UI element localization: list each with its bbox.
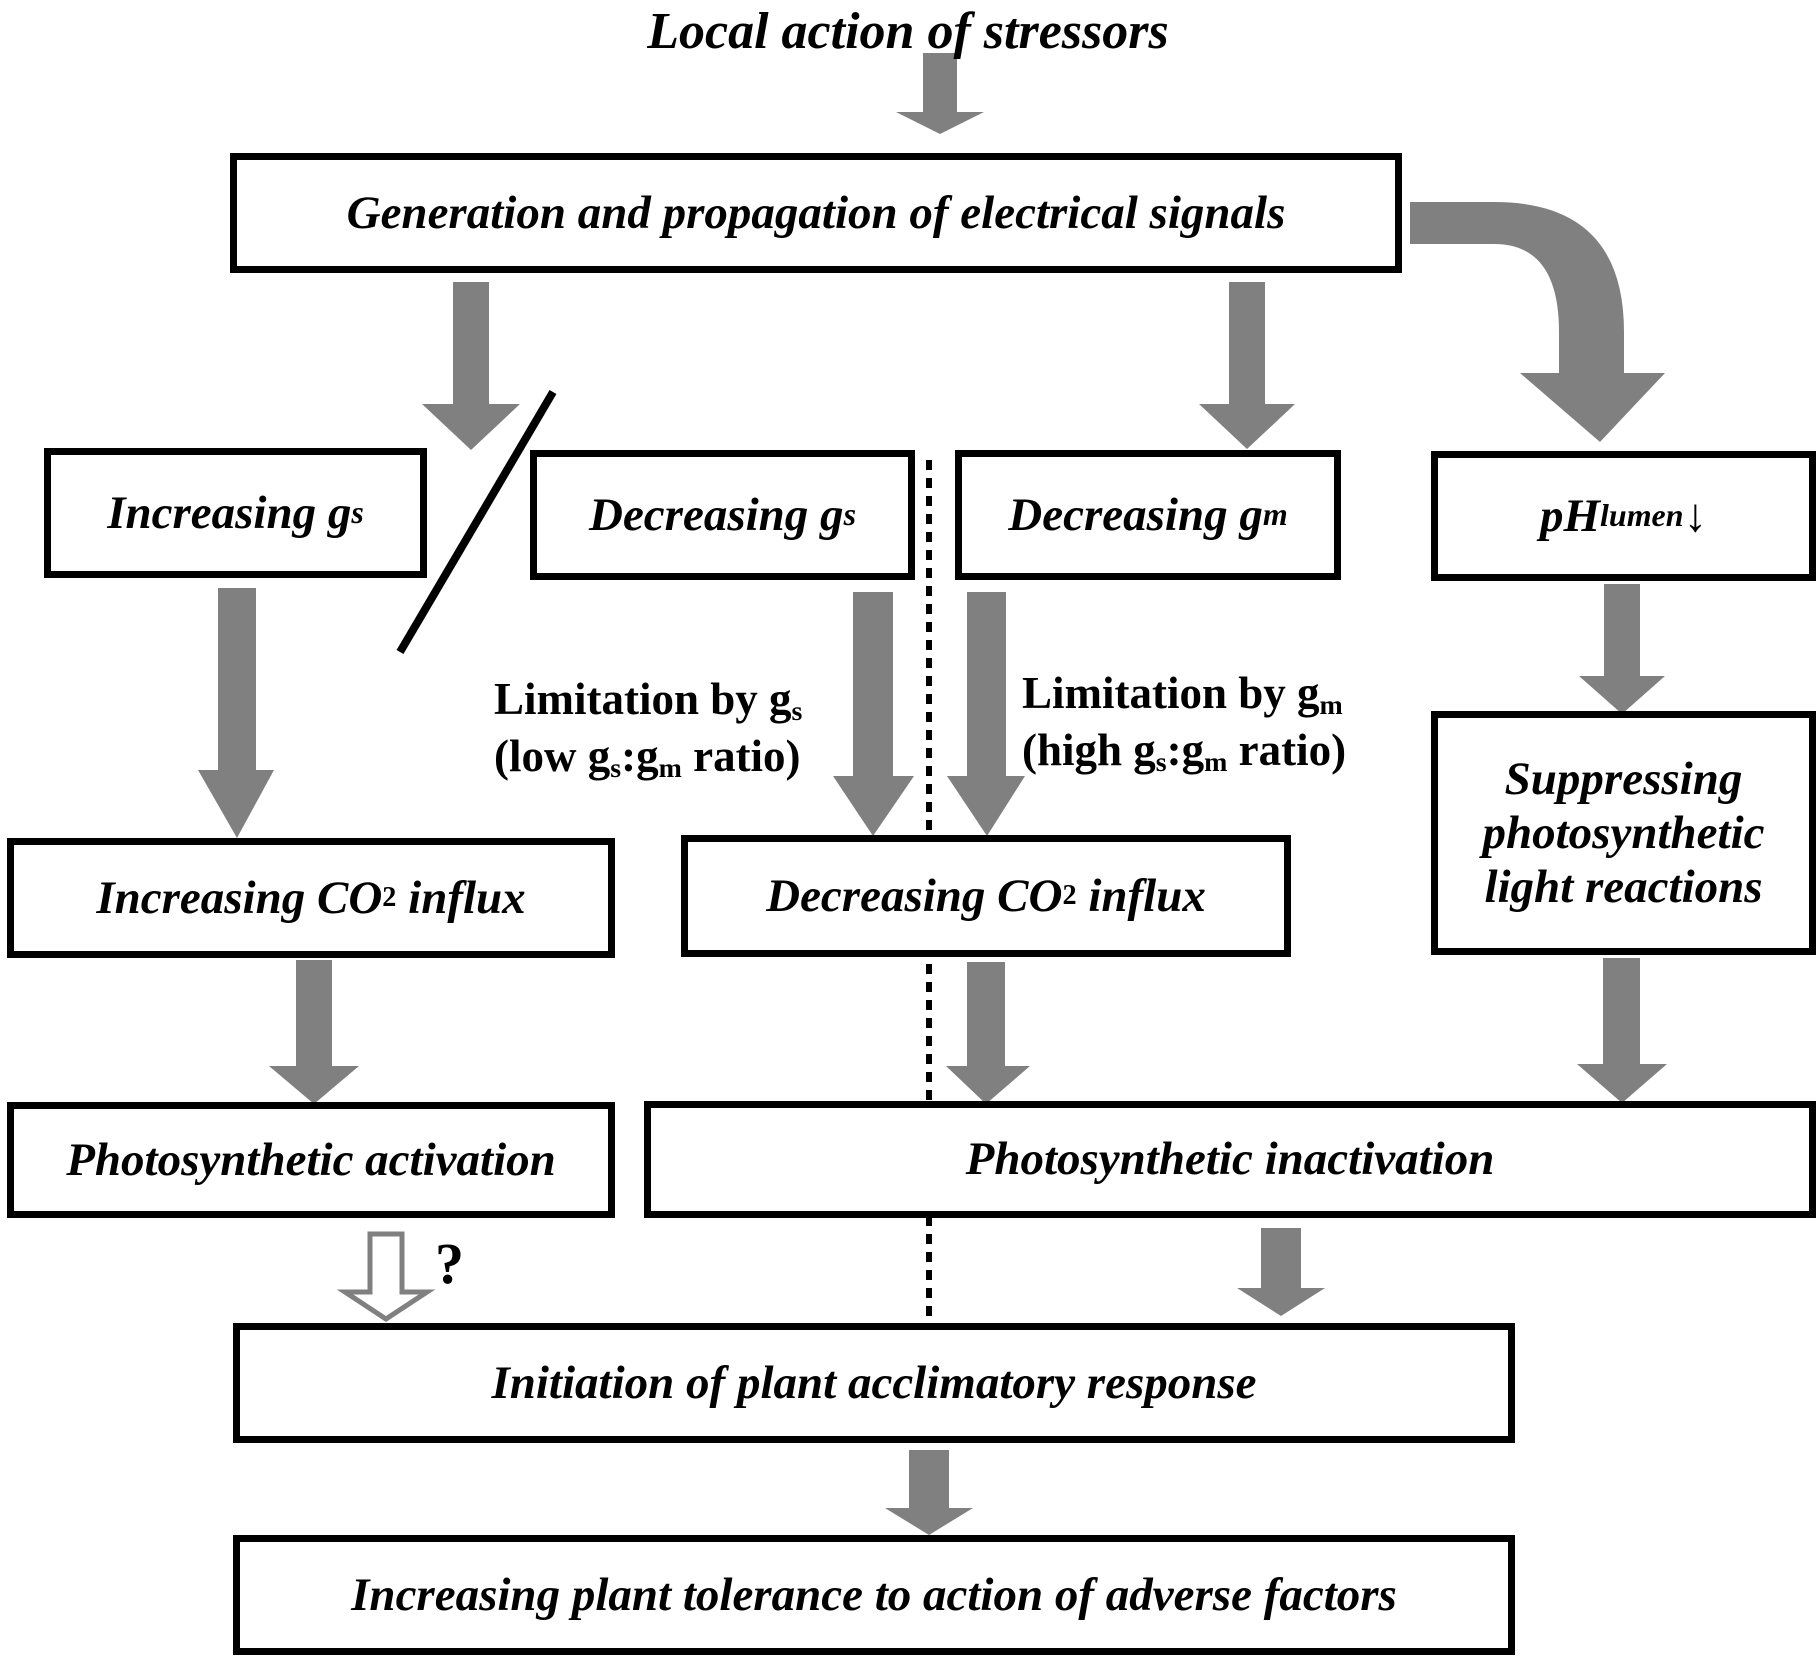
box-decreasing-gm-label: Decreasing g — [1008, 488, 1263, 541]
box-electrical-signals: Generation and propagation of electrical… — [230, 153, 1402, 273]
box-increasing-gs-label: Increasing g — [107, 486, 352, 539]
lim-gs-line2-post: ratio) — [681, 731, 801, 782]
box-photosynthetic-activation: Photosynthetic activation — [7, 1102, 615, 1218]
suppressing-line-3: light reactions — [1484, 861, 1763, 914]
lim-gs-line2-sub1: s — [610, 753, 622, 785]
label-limitation-by-gm: Limitation by gm (high gs:gm ratio) — [1022, 666, 1346, 780]
arrow-increasing-gs-to-increasing-co2 — [198, 588, 274, 838]
suppressing-line-2: photosynthetic — [1482, 806, 1765, 859]
suppressing-line-1: Suppressing — [1504, 752, 1743, 805]
arrow-electrical-to-increasing-gs — [422, 282, 520, 450]
box-decreasing-co2-pre: Decreasing CO — [766, 869, 1063, 922]
box-decreasing-co2-subscript: 2 — [1062, 879, 1077, 911]
either-or-slash — [396, 389, 557, 655]
arrow-electrical-to-ph-curved — [1410, 202, 1665, 442]
arrow-increasing-co2-to-activation — [269, 960, 359, 1104]
arrow-acclimatory-to-tolerance — [885, 1450, 973, 1535]
arrow-activation-to-acclimatory-hollow — [336, 1231, 436, 1322]
box-decreasing-co2-post: influx — [1076, 869, 1206, 922]
lim-gm-line2-sub1: s — [1155, 747, 1167, 779]
lim-gs-line1-sub: s — [791, 696, 803, 728]
box-decreasing-gm-subscript: m — [1262, 496, 1288, 532]
label-limitation-gm-line2: (high gs:gm ratio) — [1022, 723, 1346, 780]
lim-gm-line1-sub: m — [1319, 690, 1343, 722]
box-ph-label: pH — [1539, 489, 1601, 542]
lim-gm-line2-sub2: m — [1204, 747, 1228, 779]
label-limitation-gs-line2: (low gs:gm ratio) — [494, 729, 802, 786]
box-plant-tolerance: Increasing plant tolerance to action of … — [233, 1535, 1515, 1655]
lim-gm-line2-mid: :g — [1166, 725, 1205, 776]
label-limitation-by-gs: Limitation by gs (low gs:gm ratio) — [494, 672, 802, 786]
arrow-decreasing-co2-to-inactivation — [946, 962, 1030, 1104]
lim-gm-line2-post: ratio) — [1227, 725, 1347, 776]
box-suppressing-light-reactions: Suppressing photosynthetic light reactio… — [1431, 711, 1816, 955]
diagram-title: Local action of stressors — [647, 3, 1169, 60]
label-limitation-gm-line1: Limitation by gm — [1022, 666, 1346, 723]
box-increasing-co2-subscript: 2 — [382, 881, 397, 913]
box-decreasing-gs-subscript: s — [843, 496, 856, 532]
box-photosynthetic-inactivation: Photosynthetic inactivation — [644, 1101, 1816, 1218]
arrow-electrical-to-decreasing-gm — [1199, 282, 1295, 449]
box-increasing-co2-pre: Increasing CO — [96, 871, 383, 924]
down-arrow-glyph: ↓ — [1683, 489, 1708, 542]
box-increasing-co2-post: influx — [396, 871, 526, 924]
arrow-decreasing-gs-to-decreasing-co2 — [833, 592, 914, 836]
label-limitation-gs-line1: Limitation by gs — [494, 672, 802, 729]
arrow-suppressing-to-inactivation — [1577, 958, 1667, 1103]
box-ph-subscript: lumen — [1600, 497, 1684, 533]
arrow-ph-to-suppressing — [1579, 584, 1665, 714]
question-mark: ? — [435, 1231, 464, 1296]
lim-gs-line2-pre: (low g — [494, 731, 611, 782]
lim-gs-line2-mid: :g — [621, 731, 659, 782]
lim-gm-line2-pre: (high g — [1022, 725, 1156, 776]
lim-gm-line1-text: Limitation by g — [1022, 668, 1320, 718]
box-acclimatory-response: Initiation of plant acclimatory response — [233, 1323, 1515, 1443]
box-decreasing-gs-label: Decreasing g — [589, 488, 844, 541]
lim-gs-line2-sub2: m — [658, 753, 682, 785]
box-increasing-gs-subscript: s — [351, 494, 364, 530]
arrow-inactivation-to-acclimatory — [1237, 1228, 1325, 1316]
arrow-decreasing-gm-to-decreasing-co2 — [947, 592, 1025, 836]
arrow-title-to-electrical — [896, 53, 984, 134]
lim-gs-line1-text: Limitation by g — [494, 674, 792, 724]
